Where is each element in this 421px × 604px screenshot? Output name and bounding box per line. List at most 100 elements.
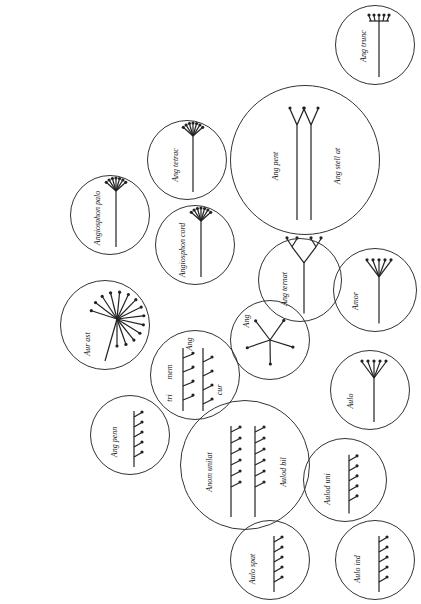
- specimen-circle: Anom unilatAulod bil: [180, 400, 310, 530]
- branch-line: [378, 536, 379, 592]
- polyp-dot: [280, 565, 283, 568]
- polyp-dot: [377, 13, 380, 16]
- polyp-dot: [94, 301, 97, 304]
- branch-line: [374, 362, 386, 378]
- specimen-circle: Ang pentAng stell at: [230, 85, 380, 235]
- specimen-label: Angiosphon cord: [179, 222, 187, 279]
- polyp-dot: [188, 122, 191, 125]
- branch-line: [134, 413, 141, 417]
- polyp-dot: [124, 181, 127, 184]
- polyp-dot: [192, 208, 195, 211]
- branch-line: [349, 467, 356, 471]
- branch-line: [379, 261, 385, 277]
- branch-line: [349, 487, 356, 491]
- polyp-dot: [114, 176, 117, 179]
- polyp-dot: [262, 458, 265, 461]
- specimen-circle: Ang trunc: [335, 5, 415, 85]
- branch-line: [255, 450, 263, 454]
- polyp-dot: [384, 359, 387, 362]
- specimen-label: Ang trunc: [360, 29, 368, 63]
- polyp-dot: [210, 355, 213, 358]
- branch-line: [183, 368, 193, 372]
- polyp-dot: [387, 13, 390, 16]
- branch-line: [274, 578, 281, 582]
- polyp-dot: [124, 343, 127, 346]
- branch-line: [193, 128, 202, 136]
- polyp-dot: [210, 397, 213, 400]
- branch-line: [203, 386, 211, 390]
- specimen-label: Aulo: [347, 392, 355, 409]
- specimen-label: Ang: [186, 337, 194, 352]
- specimen-figure: [182, 121, 205, 192]
- branch-line: [304, 109, 311, 125]
- polyp-dot: [385, 575, 388, 578]
- polyp-dot: [210, 369, 213, 372]
- polyp-dot: [262, 447, 265, 450]
- branch-line: [255, 428, 263, 432]
- polyp-dot: [101, 295, 104, 298]
- branch-line: [373, 261, 379, 277]
- polyp-dot: [140, 450, 143, 453]
- branch-line: [92, 311, 117, 319]
- branch-line: [183, 382, 193, 386]
- branch-line: [304, 247, 316, 263]
- polyp-dot: [140, 305, 143, 308]
- polyp-dot: [254, 319, 257, 322]
- specimen-label: Aulod uni: [324, 472, 332, 505]
- specimen-figure: [285, 236, 322, 313]
- polyp-dot: [182, 126, 185, 129]
- specimen-label: Aulo spat: [249, 553, 257, 585]
- branch-line: [247, 340, 270, 348]
- polyp-dot: [367, 13, 370, 16]
- branch-line: [230, 426, 231, 517]
- branch-line: [117, 295, 128, 319]
- branch-line: [269, 340, 271, 364]
- branch-line: [231, 461, 239, 465]
- branch-line: [117, 319, 126, 344]
- polyp-dot: [280, 535, 283, 538]
- branch-line: [202, 348, 203, 411]
- polyp-dot: [385, 565, 388, 568]
- branch-line: [378, 21, 379, 77]
- polyp-dot: [389, 258, 392, 261]
- specimen-label: Ang: [243, 314, 251, 329]
- branch-line: [373, 378, 374, 422]
- specimen-figure: [349, 454, 359, 513]
- branch-line: [231, 450, 239, 454]
- specimen-label: Anom unilat: [206, 451, 214, 492]
- polyp-dot: [262, 436, 265, 439]
- branch-line: [378, 277, 379, 324]
- branch-line: [133, 411, 134, 467]
- polyp-dot: [107, 178, 110, 181]
- branch-line: [231, 439, 239, 443]
- branch-line: [383, 16, 384, 21]
- polyp-dot: [280, 575, 283, 578]
- branch-line: [183, 396, 193, 400]
- branch-line: [367, 261, 379, 277]
- branch-line: [255, 439, 263, 443]
- specimen-figure: [231, 425, 266, 517]
- polyp-dot: [134, 298, 137, 301]
- polyp-dot: [105, 181, 108, 184]
- branch-line: [255, 472, 263, 476]
- polyp-dot: [238, 469, 241, 472]
- branch-line: [117, 319, 133, 339]
- branch-line: [231, 483, 239, 487]
- specimen-circle: Ang tetrac: [147, 120, 227, 200]
- branch-line: [116, 319, 117, 345]
- specimen-circle: Amor: [333, 248, 417, 332]
- specimen-circle: Angiosphon cord: [155, 205, 235, 285]
- branch-line: [198, 209, 201, 221]
- branch-line: [349, 477, 356, 481]
- polyp-dot: [246, 346, 249, 349]
- polyp-dot: [238, 480, 241, 483]
- polyp-dot: [191, 365, 194, 368]
- branch-line: [231, 428, 239, 432]
- branch-line: [292, 239, 297, 247]
- branch-line: [255, 461, 263, 465]
- branch-line: [117, 300, 135, 319]
- polyp-dot: [316, 106, 319, 109]
- polyp-dot: [90, 309, 93, 312]
- specimen-label: mem: [166, 363, 174, 380]
- specimen-figure: [288, 106, 319, 220]
